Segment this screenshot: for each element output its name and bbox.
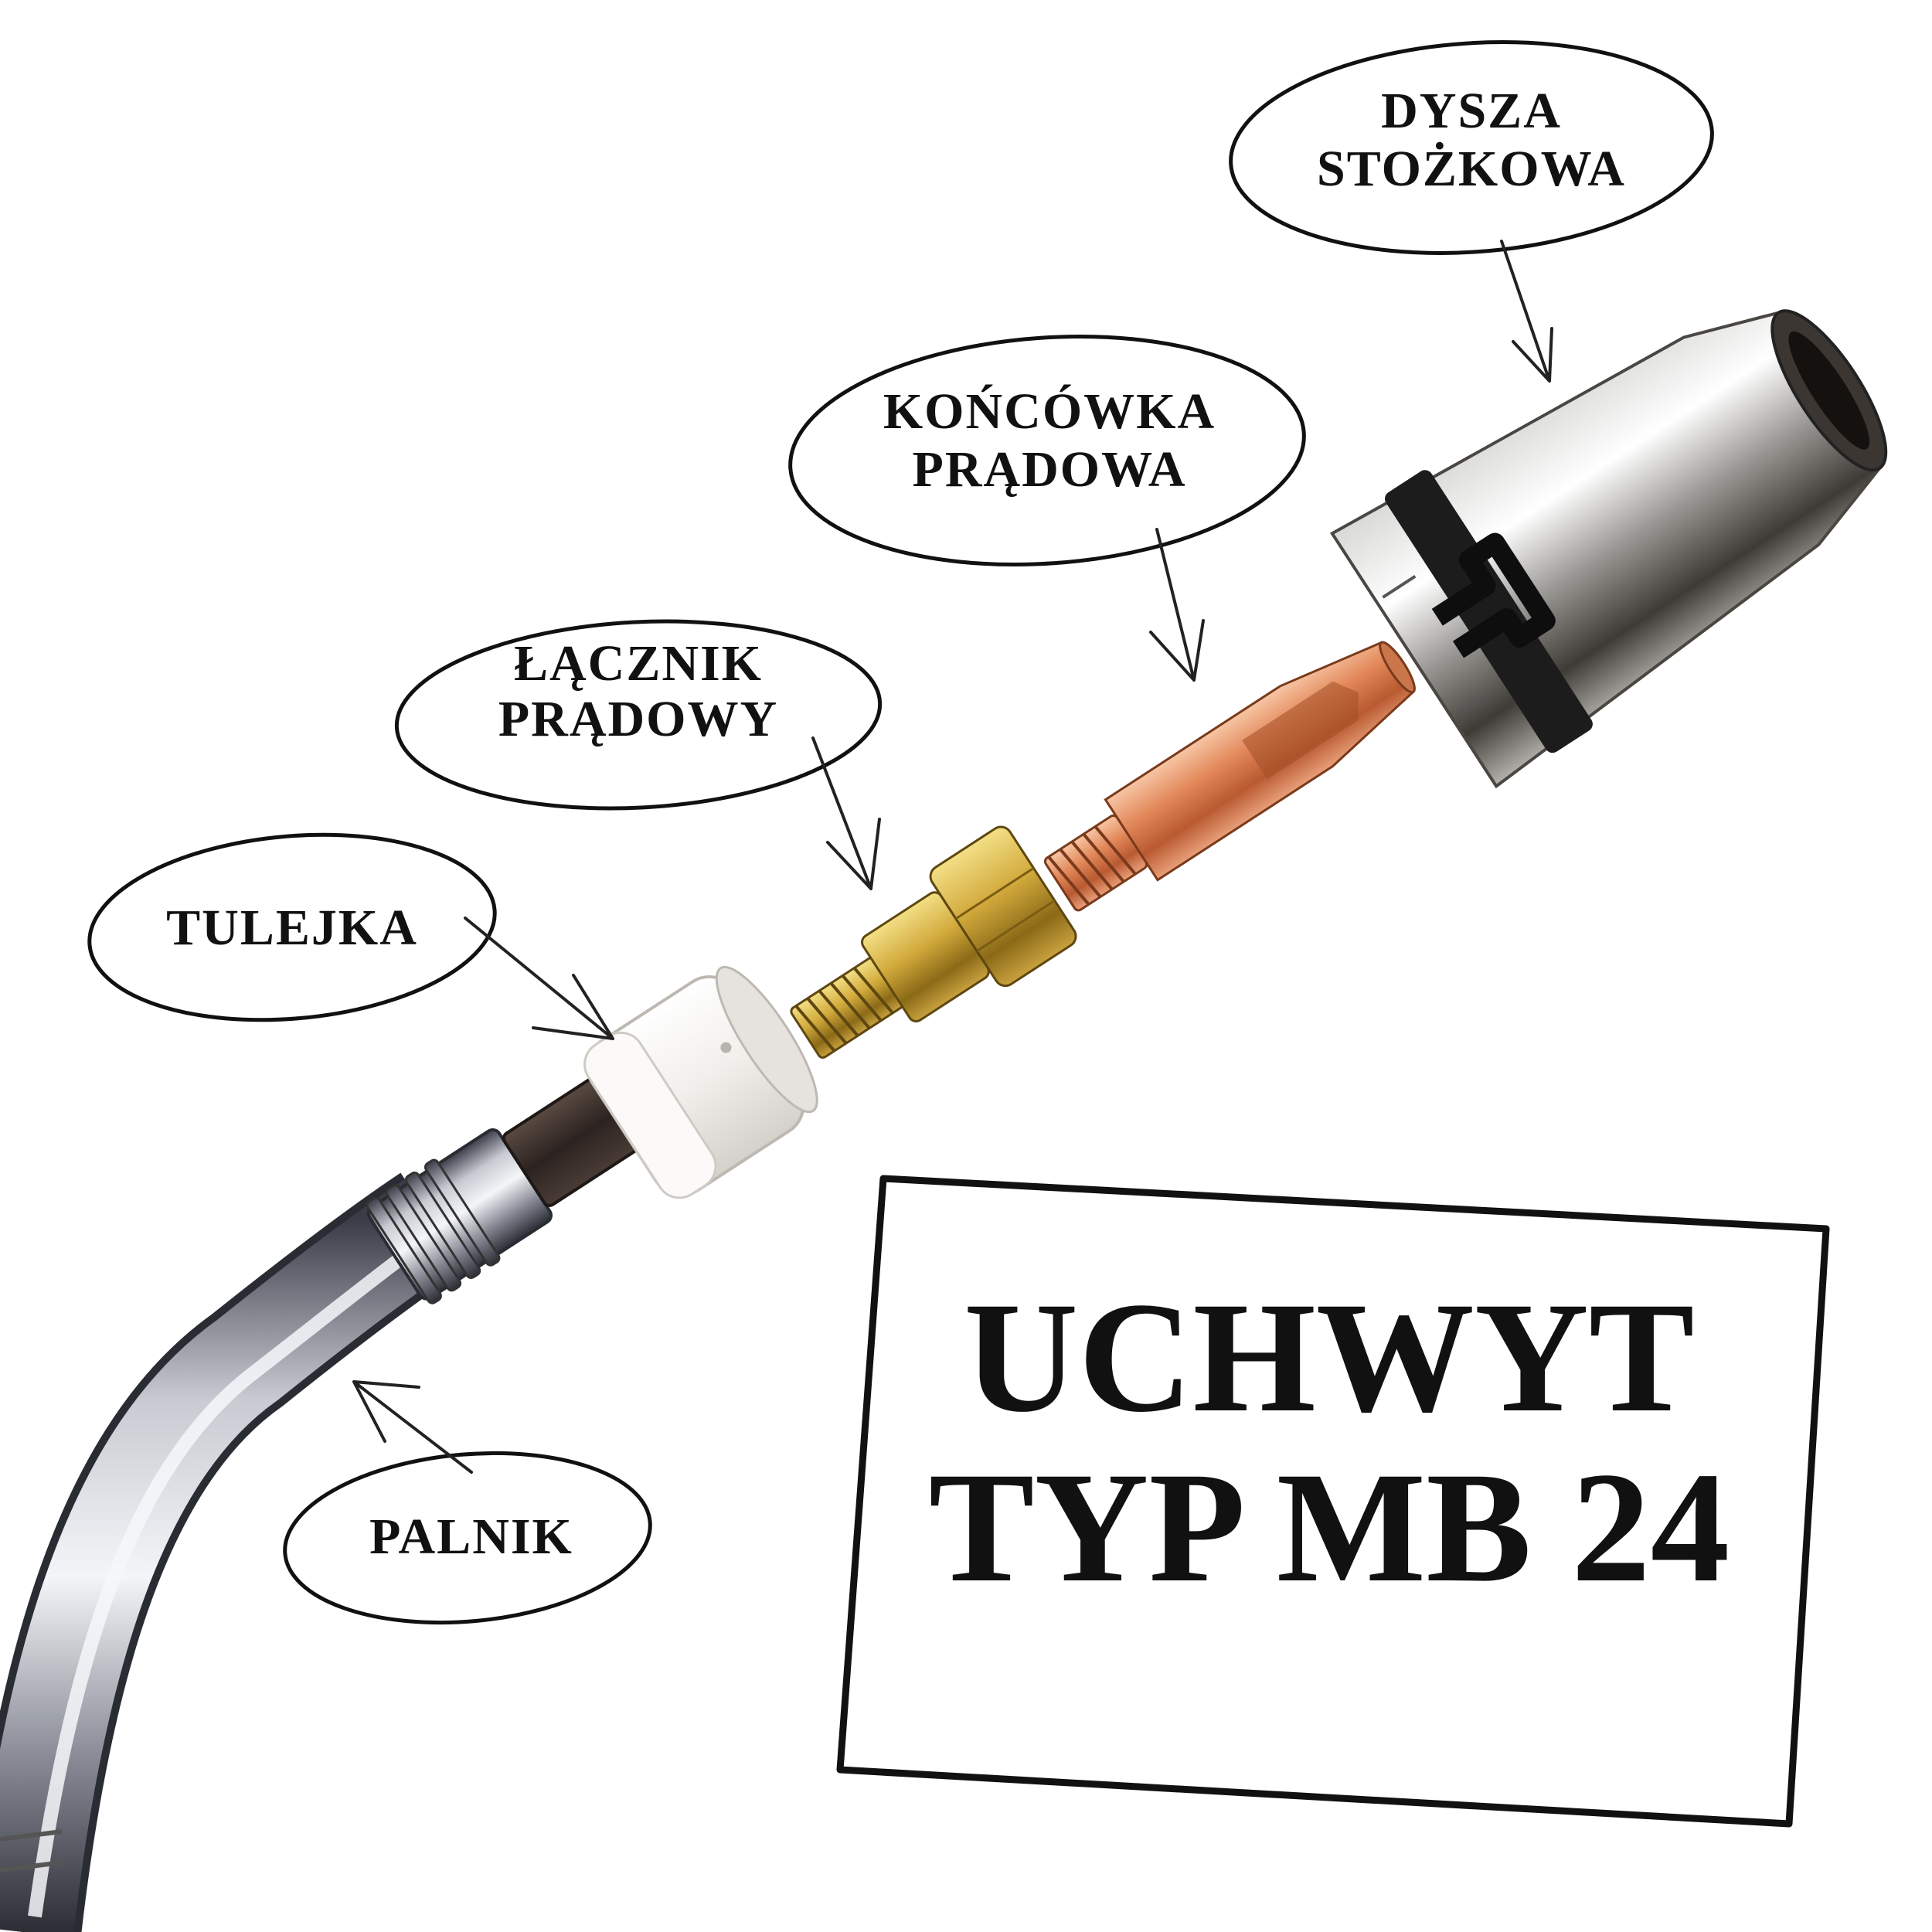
copper-contact-tip [1043,641,1416,912]
title-box: UCHWYT TYP MB 24 [836,1175,1830,1828]
torch-head-threaded-body [366,1069,666,1304]
callout-tulejka: TULEJKA [87,832,614,1040]
arrow-dysza [1500,240,1553,383]
callout-ellipse [788,335,1306,566]
label-lacznik-line1: ŁĄCZNIK [514,635,763,692]
label-palnik: PALNIK [369,1509,573,1565]
arrow-koncowka [1149,528,1205,682]
arrow-palnik [352,1380,473,1474]
ceramic-insulator [583,965,818,1199]
copper-thread [1043,814,1148,912]
callout-lacznik-pradowy: ŁĄCZNIK PRĄDOWY [394,619,883,890]
brass-adapter [790,825,1077,1059]
callout-ellipse [283,1451,652,1625]
title-box-frame [836,1175,1830,1828]
title-line1: UCHWYT [964,1270,1694,1445]
title-line2: TYP MB 24 [929,1440,1730,1615]
label-koncowka-line2: PRĄDOWA [913,441,1187,498]
callout-ellipse [394,619,883,811]
callout-palnik: PALNIK [283,1380,652,1625]
arrow-tulejka [464,917,614,1040]
callout-dysza-stozkowa: DYSZA STOŻKOWA [1229,40,1714,383]
conical-nozzle [1329,309,1888,789]
callout-ellipse [87,832,497,1022]
callout-koncowka-pradowa: KOŃCÓWKA PRĄDOWA [788,335,1306,682]
label-lacznik-line2: PRĄDOWY [498,691,778,747]
label-koncowka-line1: KOŃCÓWKA [883,383,1216,440]
label-dysza-line1: DYSZA [1381,83,1562,139]
callout-ellipse [1229,40,1714,255]
torch-neck [0,1172,465,1932]
label-dysza-line2: STOŻKOWA [1317,141,1626,197]
label-tulejka: TULEJKA [166,900,418,956]
arrow-lacznik [811,736,881,890]
torch-thread-rings [366,1158,501,1304]
